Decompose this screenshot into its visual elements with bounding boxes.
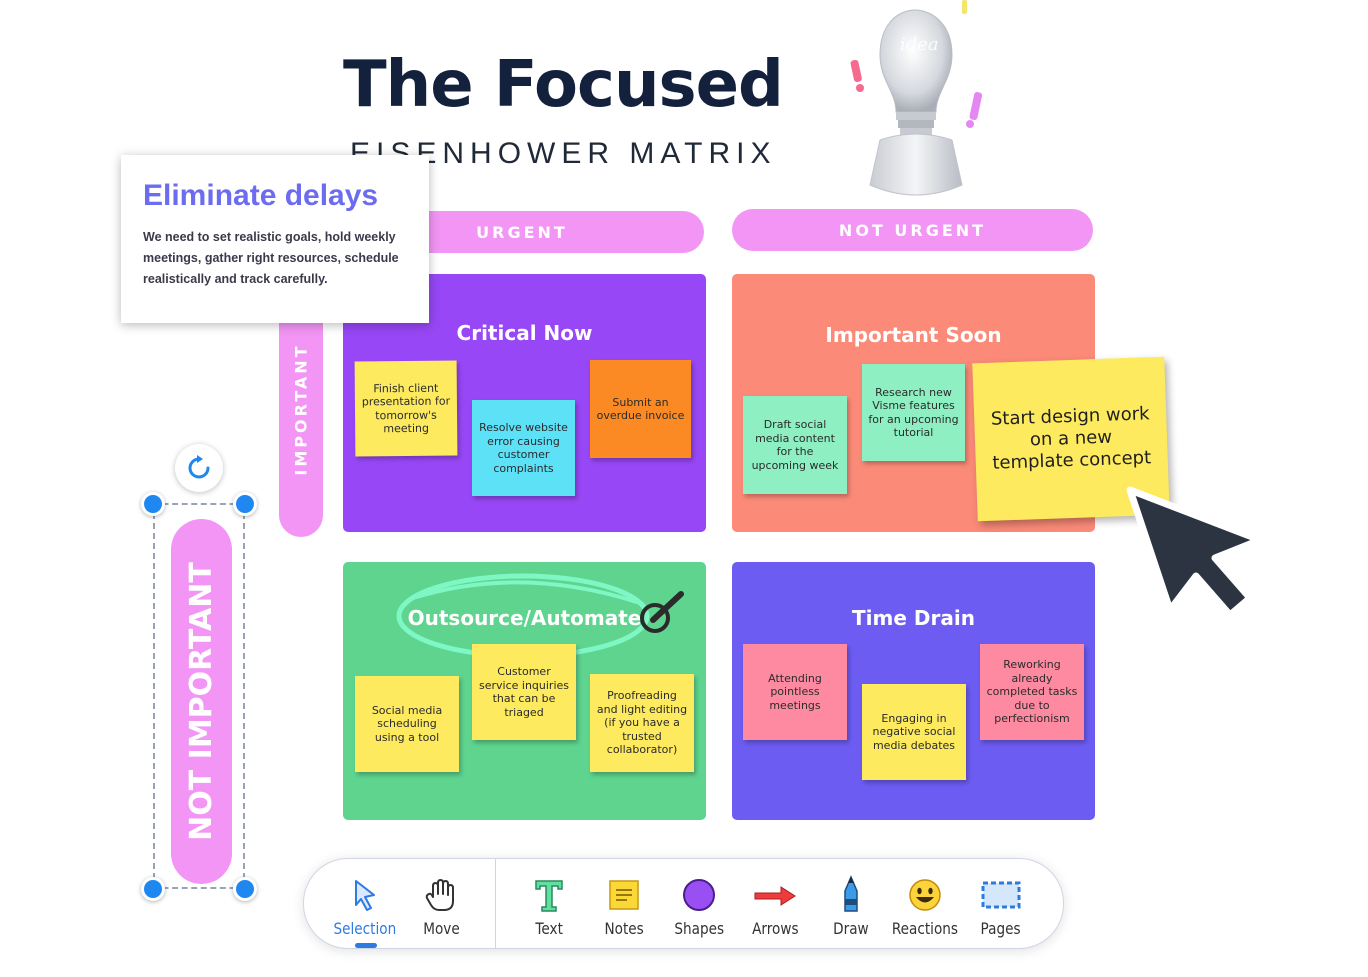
- tool-label: Draw: [833, 919, 869, 938]
- pen-icon: [844, 875, 858, 912]
- quadrant-title: Outsource/Automate: [407, 606, 642, 630]
- circle-shape-icon: [683, 879, 715, 911]
- tool-pages[interactable]: Pages: [970, 859, 1032, 948]
- tool-label: Notes: [604, 919, 644, 938]
- tool-reactions[interactable]: Reactions: [892, 859, 958, 948]
- tool-draw[interactable]: Draw: [820, 859, 882, 948]
- sticky-note[interactable]: Finish client presentation for tomorrow'…: [354, 360, 458, 457]
- sticky-note[interactable]: Social media scheduling using a tool: [355, 676, 459, 772]
- quadrant-outsource-automate[interactable]: Outsource/Automate Social media scheduli…: [343, 562, 706, 820]
- callout-title: Eliminate delays: [143, 179, 379, 212]
- rotate-handle[interactable]: [175, 444, 223, 492]
- active-indicator: [355, 943, 377, 948]
- callout-card[interactable]: Eliminate delays We need to set realisti…: [121, 155, 429, 323]
- cursor-icon: [355, 880, 375, 911]
- sticky-note[interactable]: Research new Visme features for an upcom…: [862, 364, 965, 461]
- toolbar-divider: [495, 859, 496, 948]
- tool-label: Reactions: [891, 919, 959, 938]
- bottom-toolbar: Selection Move Text Notes Shapes Arrows …: [303, 858, 1064, 949]
- tool-label: Move: [422, 919, 460, 938]
- important-label: IMPORTANT: [279, 282, 323, 537]
- draw-pen-icon: [640, 591, 684, 633]
- tool-label: Text: [535, 919, 563, 938]
- tool-move[interactable]: Move: [410, 859, 472, 948]
- arrow-icon: [754, 886, 796, 906]
- sticky-note[interactable]: Submit an overdue invoice: [590, 360, 691, 458]
- selection-box[interactable]: [153, 503, 245, 889]
- sticky-note[interactable]: Resolve website error causing customer c…: [472, 400, 575, 496]
- sticky-note[interactable]: Draft social media content for the upcom…: [743, 396, 847, 494]
- quadrant-title: Critical Now: [456, 321, 593, 345]
- rotate-icon: [188, 455, 210, 479]
- hand-icon: [425, 879, 454, 911]
- tool-selection[interactable]: Selection: [334, 859, 396, 948]
- tool-text[interactable]: Text: [518, 859, 580, 948]
- tool-arrows[interactable]: Arrows: [744, 859, 806, 948]
- not-urgent-label: NOT URGENT: [732, 209, 1093, 251]
- pages-icon: [981, 881, 1021, 909]
- sticky-note[interactable]: Reworking already completed tasks due to…: [980, 644, 1084, 740]
- smiley-icon: [909, 879, 941, 911]
- resize-handle-top-right[interactable]: [233, 492, 257, 516]
- resize-handle-bottom-right[interactable]: [233, 877, 257, 901]
- tool-notes[interactable]: Notes: [593, 859, 655, 948]
- tool-label: Pages: [980, 919, 1022, 938]
- tool-shapes[interactable]: Shapes: [668, 859, 730, 948]
- sticky-note[interactable]: Attending pointless meetings: [743, 644, 847, 740]
- tool-label: Selection: [333, 919, 397, 938]
- quadrant-time-drain[interactable]: Time Drain Attending pointless meetings …: [732, 562, 1095, 820]
- sticky-note[interactable]: Customer service inquiries that can be t…: [472, 644, 576, 740]
- sticky-note[interactable]: Proofreading and light editing (if you h…: [590, 674, 694, 772]
- not-important-label[interactable]: NOT IMPORTANT: [171, 519, 232, 884]
- cursor-icon: [1126, 486, 1264, 619]
- tool-label: Arrows: [751, 919, 799, 938]
- bulb-text: idea: [900, 34, 939, 55]
- sticky-note-icon: [609, 880, 639, 910]
- page-title: The Focused: [343, 48, 784, 122]
- lightbulb-icon: idea: [850, 0, 983, 196]
- resize-handle-top-left[interactable]: [141, 492, 165, 516]
- quadrant-title: Time Drain: [852, 606, 975, 630]
- tool-label: Shapes: [674, 919, 724, 938]
- resize-handle-bottom-left[interactable]: [141, 877, 165, 901]
- quadrant-title: Important Soon: [825, 323, 1002, 347]
- text-t-icon: [535, 880, 563, 912]
- callout-body: We need to set realistic goals, hold wee…: [143, 230, 399, 286]
- sticky-note[interactable]: Engaging in negative social media debate…: [862, 684, 966, 780]
